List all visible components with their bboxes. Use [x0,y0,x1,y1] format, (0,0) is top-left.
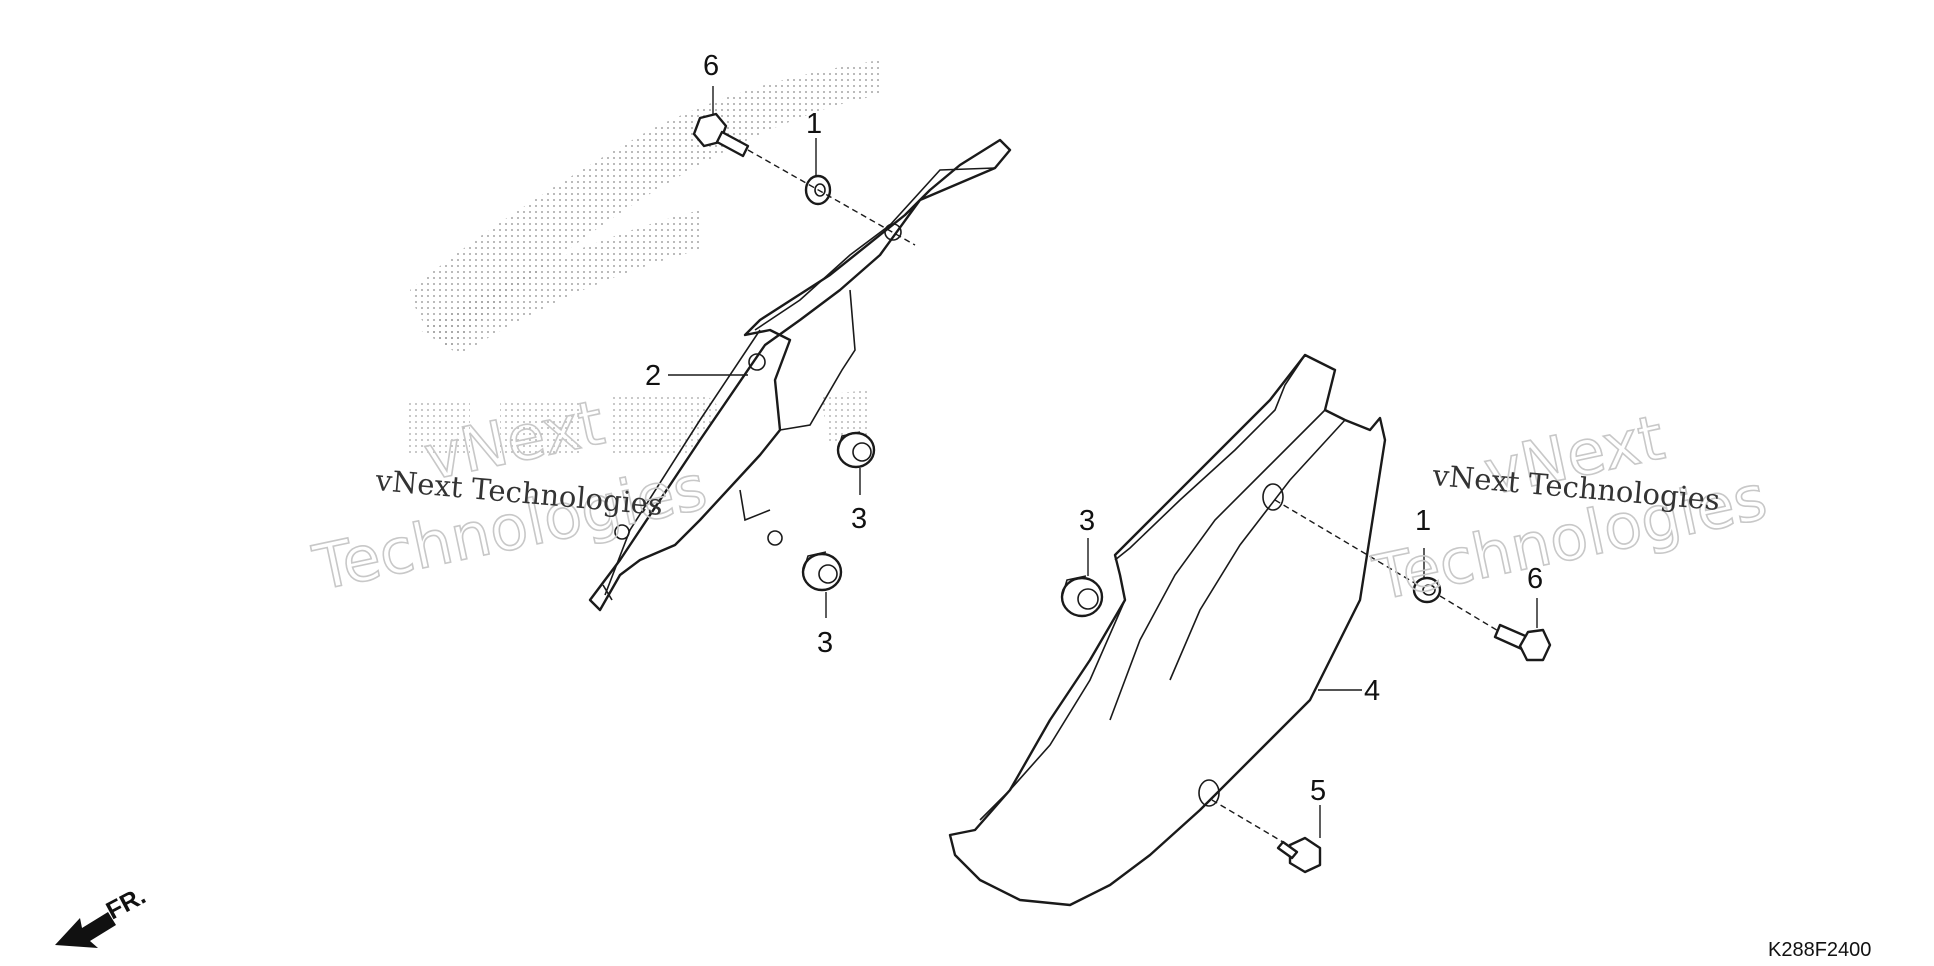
callout-3-b: 3 [817,627,833,659]
right-side-cover-part-4 [948,353,1387,907]
screw-part-5 [1276,836,1322,874]
callout-6-left: 6 [703,50,719,82]
honda-wing-logo-icon [405,60,880,455]
left-side-cover-part-2 [588,138,1012,612]
grommet-part-3-c [1060,575,1104,618]
collar-part-1-right [1412,576,1442,604]
diagram-code: K288F2400 [1768,939,1871,961]
callout-3-a: 3 [851,503,867,535]
bolt-part-6-left [692,112,750,158]
callout-1-left: 1 [806,108,822,140]
direction-arrow-icon: FR. [55,882,150,948]
callout-1-right: 1 [1415,505,1431,537]
leader-lines [668,86,1538,846]
callout-4: 4 [1364,675,1380,707]
callout-3-c: 3 [1079,505,1095,537]
bolt-part-6-right [1493,623,1552,662]
grommet-part-3-b [801,551,843,592]
callout-5: 5 [1310,775,1326,807]
callout-6-right: 6 [1527,563,1543,595]
grommet-part-3-a [836,431,876,469]
callout-2: 2 [645,360,661,392]
